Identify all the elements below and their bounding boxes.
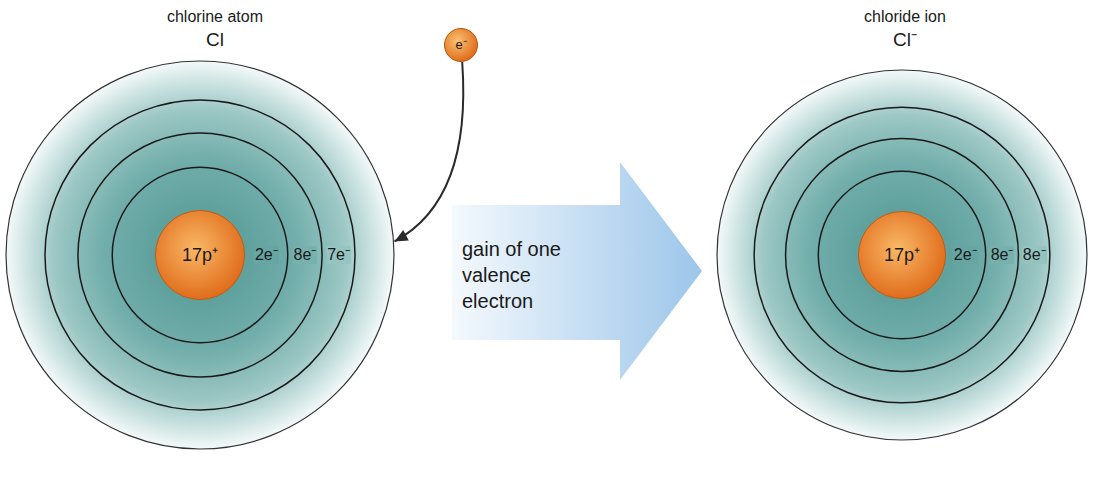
atom-cloud: [6, 61, 394, 449]
shell-electron-count: 8e⁻: [293, 246, 318, 264]
chemical-symbol: Cl: [206, 29, 224, 51]
electron-symbol: e⁻: [455, 38, 466, 53]
arrow-body: [452, 162, 702, 380]
atom-circle: chloride ionCl⁻2e⁻8e⁻8e⁻17p⁺: [716, 69, 1088, 441]
proton-count: 17p⁺: [884, 245, 920, 266]
electron-shell: [786, 139, 1019, 372]
atom-heading: chlorine atom: [167, 8, 263, 26]
atom-cloud: [717, 70, 1087, 440]
shell-electron-count: 8e⁻: [990, 246, 1015, 264]
atom-circle: chlorine atomCl2e⁻8e⁻7e⁻17p⁺: [5, 60, 395, 450]
nucleus-disk: [156, 211, 245, 300]
electron-shell: [112, 167, 288, 343]
shell-electron-count: 7e⁻: [326, 246, 351, 264]
arrow-head: [395, 230, 409, 241]
process-arrow: gain of one valence electron: [452, 162, 702, 380]
arrow-caption: gain of one valence electron: [462, 236, 574, 314]
atom-heading: chloride ion: [864, 8, 946, 26]
nucleus-disk: [859, 212, 946, 299]
electron-shell: [754, 107, 1050, 403]
electron-ball: e⁻: [444, 28, 478, 62]
electron-shell: [78, 133, 322, 377]
electron-shell: [45, 100, 355, 410]
proton-count: 17p⁺: [182, 245, 218, 266]
electron-shell: [818, 171, 985, 338]
shell-electron-count: 2e⁻: [254, 246, 279, 264]
shell-electron-count: 2e⁻: [953, 246, 978, 264]
chemical-symbol: Cl⁻: [893, 29, 917, 51]
nucleus: 17p⁺: [858, 211, 946, 299]
electron-disk: [445, 29, 478, 62]
nucleus: 17p⁺: [155, 210, 245, 300]
shell-electron-count: 8e⁻: [1022, 246, 1047, 264]
